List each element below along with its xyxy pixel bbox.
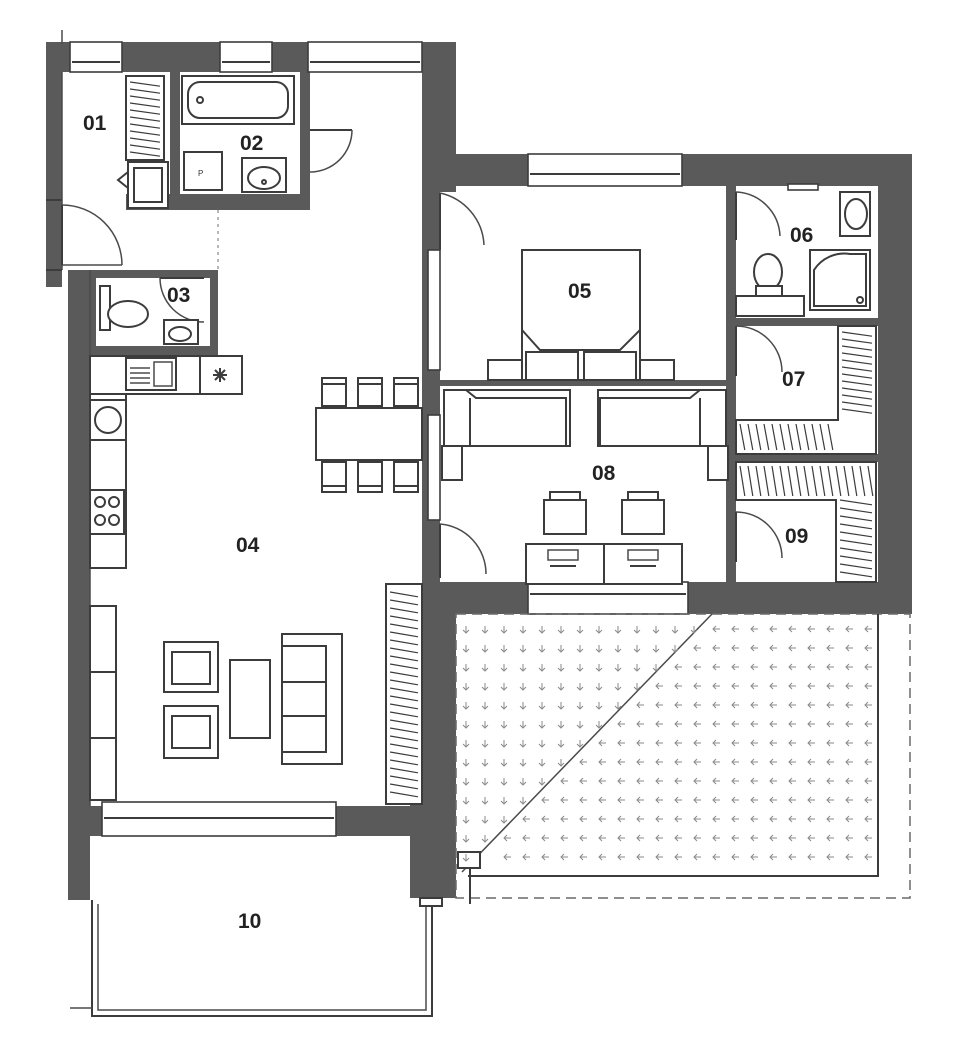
washing-machine [183, 151, 223, 191]
window-icon [527, 581, 689, 615]
wardrobe-07 [735, 325, 877, 455]
room-label-04: 04 [236, 534, 260, 557]
sofa-icon [281, 633, 343, 765]
room-label-09: 09 [785, 525, 808, 548]
room-label-02: 02 [240, 132, 263, 155]
terrace [455, 613, 911, 904]
sink-icon [839, 191, 871, 237]
door-swing-icon [61, 204, 123, 266]
shower-icon [809, 249, 871, 311]
wardrobe-01 [125, 75, 165, 161]
coffee-table [229, 659, 271, 739]
bench-icon [116, 171, 129, 189]
stove-icon [89, 489, 125, 535]
desk-chairs [543, 491, 665, 535]
room-label-10: 10 [238, 910, 261, 933]
balcony [70, 897, 443, 1017]
toilet-icon [99, 285, 149, 331]
boiler-mark: P [198, 169, 203, 178]
kitchen-counter [89, 355, 243, 569]
window-icon [219, 41, 273, 73]
sink-icon [163, 319, 199, 345]
dining-chairs [321, 377, 419, 493]
room-label-07: 07 [782, 368, 805, 391]
dining-table [315, 407, 423, 461]
wardrobe-living [385, 583, 423, 805]
armchair-icon [163, 705, 219, 759]
door-swing-icon [309, 129, 353, 173]
star-icon [213, 368, 227, 382]
room-label-05: 05 [568, 280, 592, 303]
window-icon [527, 153, 683, 187]
bathtub-icon [181, 75, 295, 125]
bed-icon [487, 249, 675, 381]
fridge-icon [89, 399, 127, 441]
room-label-01: 01 [83, 112, 107, 135]
room-label-08: 08 [592, 462, 616, 485]
door-swing-icon [735, 511, 783, 562]
sofa-bed-08 [441, 389, 729, 481]
sideboard [89, 605, 117, 801]
window-icon [307, 41, 423, 73]
chair-icon [357, 461, 383, 493]
chair-icon [393, 377, 419, 407]
windows [69, 41, 819, 837]
doors [61, 129, 783, 578]
chair-icon [321, 377, 347, 407]
chair-icon [393, 461, 419, 493]
door-swing-icon [439, 523, 487, 578]
chair-icon [321, 461, 347, 493]
room-label-03: 03 [167, 284, 190, 307]
door-swing-icon [735, 325, 783, 376]
armchair-icon [163, 641, 219, 693]
desk [525, 543, 683, 585]
room-label-06: 06 [790, 224, 813, 247]
bathroom-counter [735, 295, 805, 317]
wardrobe-09 [735, 461, 877, 583]
window-icon [101, 801, 337, 837]
door-swing-icon [439, 192, 485, 250]
sink-icon [241, 157, 287, 193]
window-icon [69, 41, 123, 73]
door-swing-icon [735, 191, 781, 240]
toilet-icon [753, 253, 783, 299]
chair-icon [357, 377, 383, 407]
room-labels: 01 02 03 04 05 06 07 08 09 10 [83, 112, 813, 933]
kitchen-sink [125, 357, 177, 391]
